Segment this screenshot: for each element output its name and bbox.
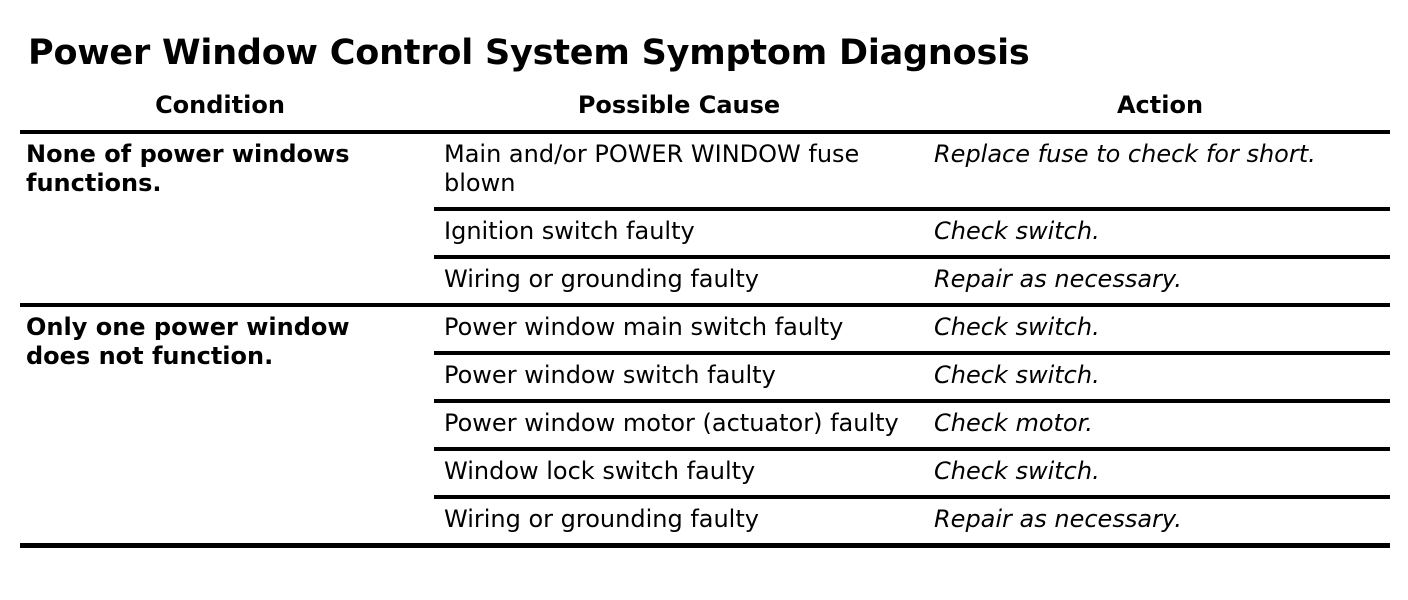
possible-cause-cell: Ignition switch faulty: [434, 207, 924, 255]
possible-cause-cell: Wiring or grounding faulty: [434, 255, 924, 303]
table-row: Wiring or grounding faulty Repair as nec…: [20, 495, 1390, 543]
action-cell: Replace fuse to check for short.: [924, 130, 1390, 207]
action-cell: Check switch.: [924, 207, 1390, 255]
possible-cause-cell: Wiring or grounding faulty: [434, 495, 924, 543]
symptom-diagnosis-table: Condition Possible Cause Action None of …: [20, 90, 1390, 543]
table-body: None of power windows functions. Main an…: [20, 130, 1390, 543]
column-header-action: Action: [1116, 91, 1204, 119]
action-cell: Check switch.: [924, 351, 1390, 399]
action-cell: Repair as necessary.: [924, 495, 1390, 543]
possible-cause-cell: Power window switch faulty: [434, 351, 924, 399]
condition-cell: Only one power window does not function.: [20, 303, 434, 543]
table-row: Window lock switch faulty Check switch.: [20, 447, 1390, 495]
condition-cell: None of power windows functions.: [20, 130, 434, 303]
table-row: None of power windows functions. Main an…: [20, 130, 1390, 303]
page-title: Power Window Control System Symptom Diag…: [28, 33, 1030, 74]
column-header-condition: Condition: [155, 91, 285, 119]
table-bottom-rule: [20, 543, 1390, 548]
column-header-possible-cause: Possible Cause: [577, 91, 781, 119]
possible-cause-cell: Window lock switch faulty: [434, 447, 924, 495]
action-cell: Check switch.: [924, 447, 1390, 495]
table-row: Power window motor (actuator) faulty Che…: [20, 399, 1390, 447]
possible-cause-cell: Power window motor (actuator) faulty: [434, 399, 924, 447]
table-row: Ignition switch faulty Check switch.: [20, 207, 1390, 255]
action-cell: Check motor.: [924, 399, 1390, 447]
table-header: Condition Possible Cause Action: [20, 90, 1390, 130]
possible-cause-cell: Power window main switch faulty: [434, 303, 924, 351]
table-row: Only one power window does not function.…: [20, 303, 1390, 543]
action-cell: Check switch.: [924, 303, 1390, 351]
action-cell: Repair as necessary.: [924, 255, 1390, 303]
table-row: Wiring or grounding faulty Repair as nec…: [20, 255, 1390, 303]
diagnosis-table-container: Condition Possible Cause Action None of …: [20, 90, 1390, 548]
possible-cause-cell: Main and/or POWER WINDOW fuse blown: [434, 130, 924, 207]
table-row: Power window switch faulty Check switch.: [20, 351, 1390, 399]
header-row: Condition Possible Cause Action: [20, 90, 1390, 130]
